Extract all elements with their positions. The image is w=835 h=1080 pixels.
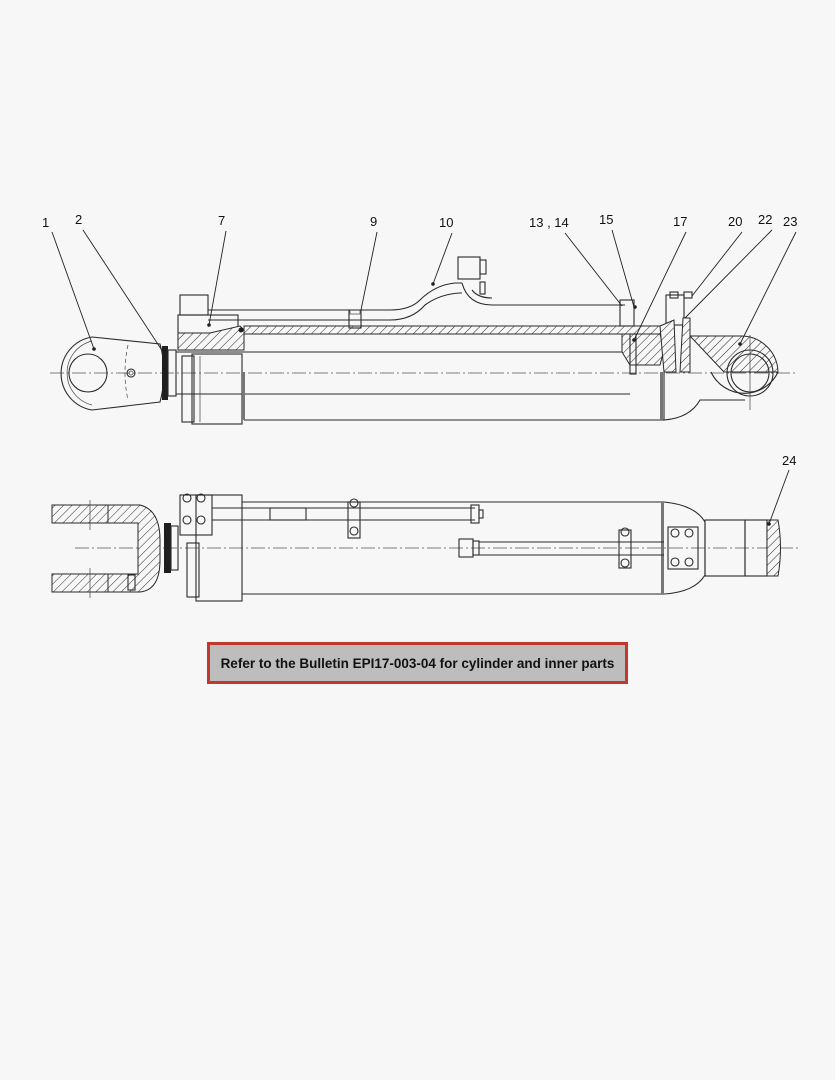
- callout-1: 1: [42, 215, 49, 230]
- base-clevis-part-23: [663, 317, 779, 421]
- callout-7: 7: [218, 213, 225, 228]
- callout-labels: 1 2 7 9 10 13 , 14 15 17 20 22 23 24: [42, 212, 797, 468]
- rod-fork: [51, 500, 161, 598]
- callout-17: 17: [673, 214, 687, 229]
- callout-22: 22: [758, 212, 772, 227]
- callout-15: 15: [599, 212, 613, 227]
- base-end-assembly: [619, 291, 693, 375]
- bulletin-reference-notice: Refer to the Bulletin EPI17-003-04 for c…: [207, 642, 628, 684]
- notice-text: Refer to the Bulletin EPI17-003-04 for c…: [220, 655, 615, 671]
- callout-20: 20: [728, 214, 742, 229]
- callout-9: 9: [370, 214, 377, 229]
- pipe-part-10: [208, 256, 625, 321]
- callout-10: 10: [439, 215, 453, 230]
- callout-23: 23: [783, 214, 797, 229]
- rod-eye-part-1: [60, 336, 165, 411]
- top-view: [51, 493, 800, 602]
- side-section-view: [50, 256, 795, 425]
- callout-leaders: [51, 229, 797, 525]
- callout-2: 2: [75, 212, 82, 227]
- callout-24: 24: [782, 453, 796, 468]
- callout-13-14: 13 , 14: [529, 215, 569, 230]
